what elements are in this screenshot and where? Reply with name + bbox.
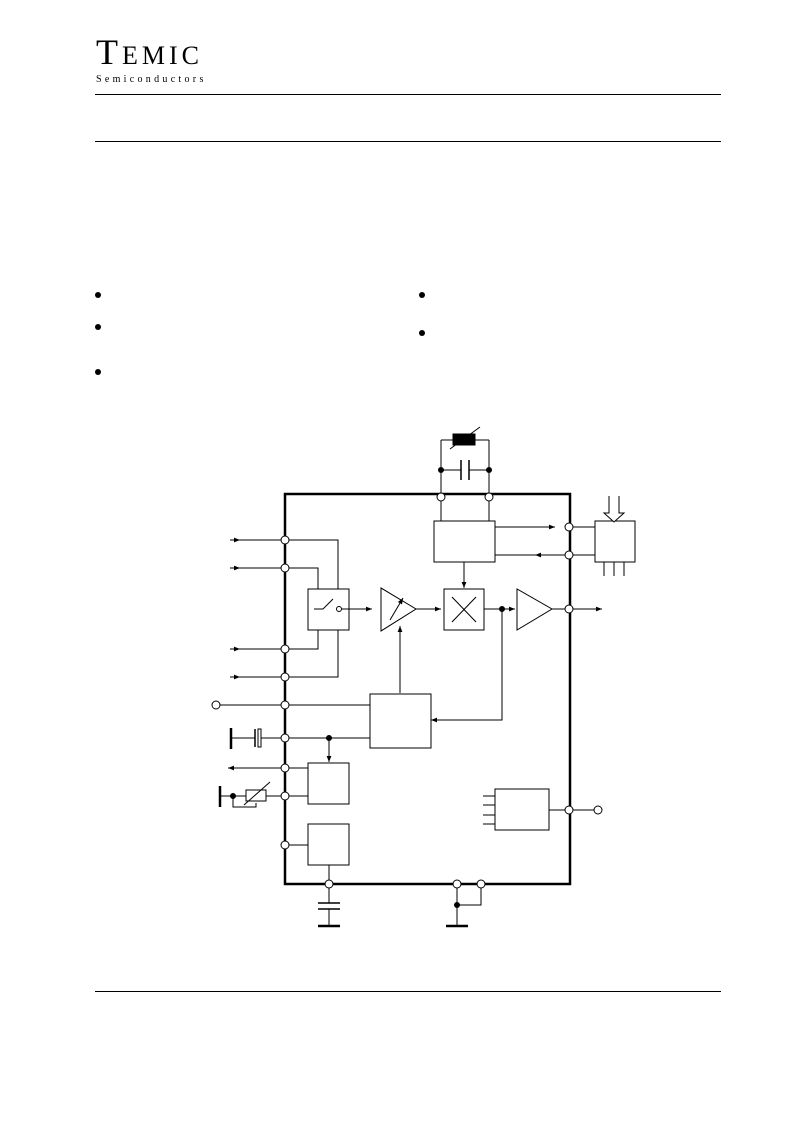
- header-rule-bottom: [95, 141, 721, 142]
- variable-resistor: [452, 433, 476, 446]
- oscillator-block: [433, 492, 595, 588]
- pin: [476, 879, 486, 889]
- pin: [324, 879, 334, 889]
- pin: [280, 672, 290, 682]
- pin: [564, 550, 574, 560]
- logic-block: [483, 788, 603, 831]
- pin: [484, 492, 494, 502]
- temic-logo: TEMIC Semiconductors: [96, 34, 207, 85]
- brand-name: TEMIC: [96, 32, 203, 72]
- pin: [280, 840, 290, 850]
- ic-package-outline: [283, 492, 572, 886]
- external-control-block: [594, 496, 636, 576]
- pin: [280, 535, 290, 545]
- pin: [564, 522, 574, 532]
- feature-bullet: [419, 330, 425, 336]
- output-terminal: [593, 805, 603, 815]
- controlled-amplifier: [380, 587, 441, 693]
- pin: [280, 791, 290, 801]
- pin: [564, 805, 574, 815]
- ground-connection: [446, 879, 486, 928]
- feature-bullet: [95, 292, 101, 298]
- pin: [280, 644, 290, 654]
- control-block: [211, 609, 503, 762]
- feature-bullet: [419, 292, 425, 298]
- pin: [280, 733, 290, 743]
- footer-rule: [95, 991, 721, 992]
- brand-subtitle: Semiconductors: [96, 74, 207, 85]
- pin: [436, 492, 446, 502]
- feature-bullet: [95, 324, 101, 330]
- input-switch-block: [230, 535, 372, 682]
- pin: [280, 563, 290, 573]
- pin: [280, 763, 290, 773]
- input-arrow-icon: [602, 496, 626, 523]
- external-tuning-network: [438, 426, 492, 496]
- output-amplifier: [516, 588, 602, 631]
- regulator-block: [218, 762, 350, 808]
- input-terminal: [211, 700, 221, 710]
- potentiometer: [245, 789, 267, 802]
- feature-bullet: [95, 369, 101, 375]
- switch-contact: [314, 598, 334, 610]
- adjust-arrow: [449, 426, 481, 450]
- pin: [564, 604, 574, 614]
- pin: [280, 700, 290, 710]
- bias-block: [280, 823, 350, 928]
- mixer-block: [443, 588, 515, 631]
- header-rule-top: [95, 94, 721, 95]
- pin: [452, 879, 462, 889]
